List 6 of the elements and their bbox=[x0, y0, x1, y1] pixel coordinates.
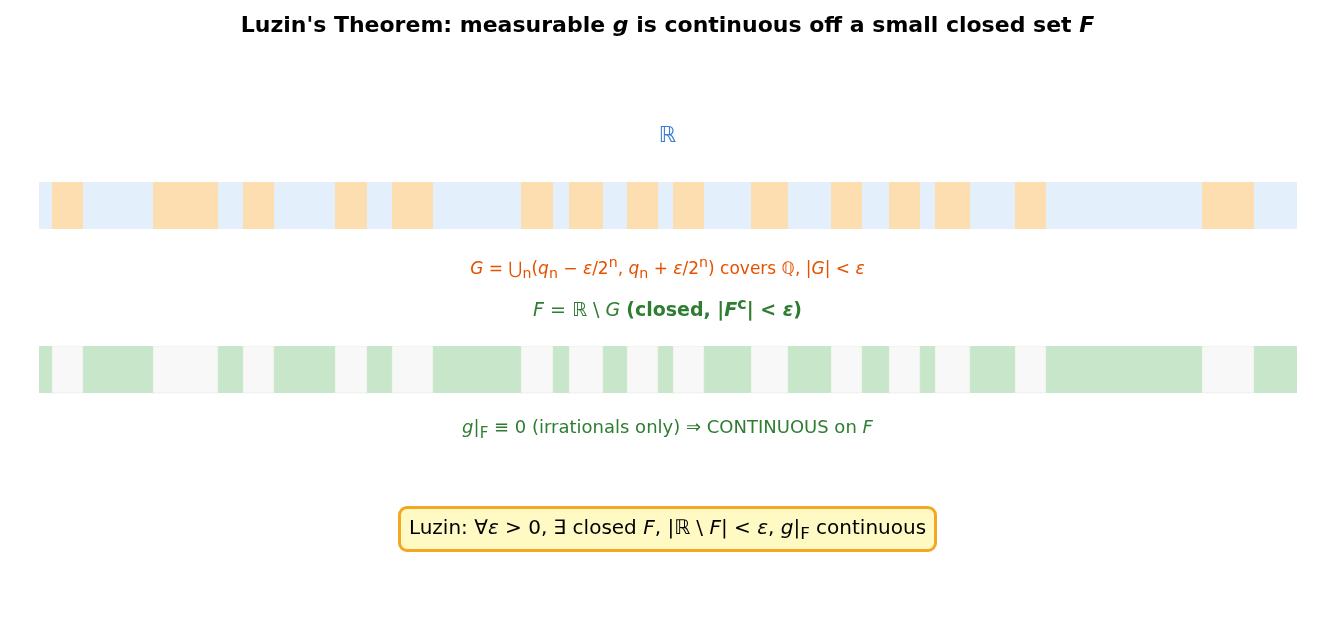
formula-label: ℝ bbox=[658, 122, 677, 147]
theorem-box: Luzin: ∀ε > 0, ∃ closed F, |ℝ \ F| < ε, g|$_{F}$ continuous bbox=[397, 506, 938, 552]
formula-label: G = ⋃$_{n}$(q$_{n}$ − ε/2$^{n}$, q$_{n}$ + ε/2$^{n}$) covers ℚ, |G| < ε bbox=[470, 254, 865, 282]
formula-label: F = ℝ \ G (closed, |F$^{c}$| < ε) bbox=[532, 294, 803, 321]
formula-label: g|$_{F}$ ≡ 0 (irrationals only) ⇒ CONTINUOUS on F bbox=[462, 416, 873, 442]
diagram-title: Luzin's Theorem: measurable g is continuous off a small closed set F bbox=[239, 12, 1096, 37]
